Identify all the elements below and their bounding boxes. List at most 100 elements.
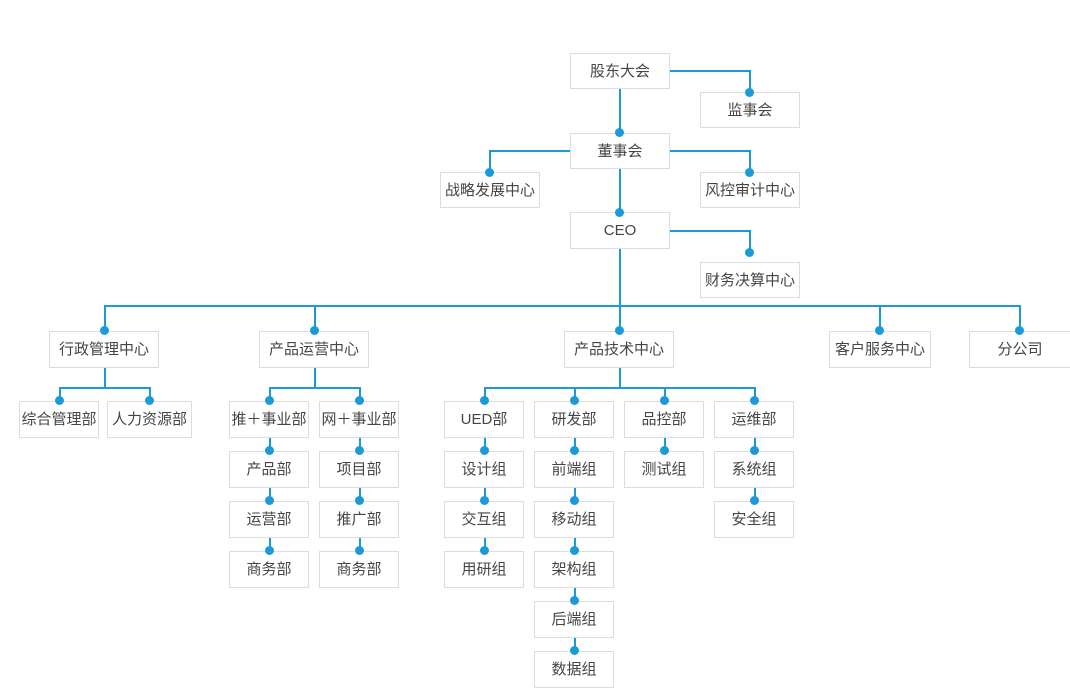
edge-ceo-to-finance xyxy=(670,230,751,232)
node-ued-dept[interactable]: UED部 xyxy=(444,401,524,438)
connector-dot-project-dept xyxy=(355,446,364,455)
edge-board-to-risk-audit-drop xyxy=(749,150,751,172)
node-wang-plus-division[interactable]: 网＋事业部 xyxy=(319,401,399,438)
node-user-research-group[interactable]: 用研组 xyxy=(444,551,524,588)
node-promotion-dept[interactable]: 推广部 xyxy=(319,501,399,538)
edge-technology-bar xyxy=(484,387,755,389)
node-tui-plus-division[interactable]: 推＋事业部 xyxy=(229,401,309,438)
connector-dot-data-group xyxy=(570,646,579,655)
node-frontend-group[interactable]: 前端组 xyxy=(534,451,614,488)
edge-operation-drop-wang xyxy=(359,387,361,400)
connector-dot-supervisory xyxy=(745,88,754,97)
edge-product-to-operation xyxy=(269,488,271,500)
connector-dot-backend-group xyxy=(570,596,579,605)
connector-dot-strategy xyxy=(485,168,494,177)
node-system-group[interactable]: 系统组 xyxy=(714,451,794,488)
connector-dot-frontend-group xyxy=(570,446,579,455)
connector-dot-rd xyxy=(570,396,579,405)
node-security-group[interactable]: 安全组 xyxy=(714,501,794,538)
connector-dot-product-dept xyxy=(265,446,274,455)
edge-shareholders-to-board xyxy=(619,89,621,132)
node-rd-dept[interactable]: 研发部 xyxy=(534,401,614,438)
node-ops-dept[interactable]: 运维部 xyxy=(714,401,794,438)
edge-main-bar-drop-service xyxy=(879,305,881,330)
connector-dot-business-dept-2 xyxy=(355,546,364,555)
node-data-group[interactable]: 数据组 xyxy=(534,651,614,688)
connector-dot-design-group xyxy=(480,446,489,455)
node-shareholders-meeting[interactable]: 股东大会 xyxy=(570,53,670,89)
connector-dot-service-center xyxy=(875,326,884,335)
edge-technology-drop-rd xyxy=(574,387,576,400)
connector-dot-promotion-dept xyxy=(355,496,364,505)
connector-dot-ceo xyxy=(615,208,624,217)
connector-dot-interaction-group xyxy=(480,496,489,505)
edge-design-to-interaction xyxy=(484,488,486,500)
edge-backend-to-data xyxy=(574,638,576,650)
node-architecture-group[interactable]: 架构组 xyxy=(534,551,614,588)
edge-main-bar-drop-technology xyxy=(619,305,621,330)
node-branch-company[interactable]: 分公司 xyxy=(969,331,1070,368)
connector-dot-hr xyxy=(145,396,154,405)
connector-dot-architecture-group xyxy=(570,546,579,555)
edge-main-bar-drop-operation xyxy=(314,305,316,330)
connector-dot-wang xyxy=(355,396,364,405)
edge-tui-to-product xyxy=(269,438,271,450)
edge-main-distribution-bar xyxy=(104,305,1021,307)
node-product-technology-center[interactable]: 产品技术中心 xyxy=(564,331,674,368)
edge-board-to-risk-audit xyxy=(670,150,751,152)
edge-main-bar-drop-admin xyxy=(104,305,106,330)
connector-dot-ued xyxy=(480,396,489,405)
node-interaction-group[interactable]: 交互组 xyxy=(444,501,524,538)
edge-operation-stem xyxy=(314,367,316,387)
node-product-operation-center[interactable]: 产品运营中心 xyxy=(259,331,369,368)
node-supervisory-board[interactable]: 监事会 xyxy=(700,92,800,128)
edge-operation-drop-tui xyxy=(269,387,271,400)
edge-technology-drop-ops xyxy=(754,387,756,400)
edge-ceo-to-finance-drop xyxy=(749,230,751,252)
connector-dot-technology-center xyxy=(615,326,624,335)
edge-board-to-ceo xyxy=(619,169,621,212)
node-qc-dept[interactable]: 品控部 xyxy=(624,401,704,438)
node-mobile-group[interactable]: 移动组 xyxy=(534,501,614,538)
node-finance-settlement-center[interactable]: 财务决算中心 xyxy=(700,262,800,298)
edge-qc-to-test xyxy=(664,438,666,450)
connector-dot-finance xyxy=(745,248,754,257)
edge-ops-to-system xyxy=(754,438,756,450)
edge-technology-drop-ued xyxy=(484,387,486,400)
edge-board-to-strategy-drop xyxy=(489,150,491,172)
node-strategy-development-center[interactable]: 战略发展中心 xyxy=(440,172,540,208)
node-admin-management-center[interactable]: 行政管理中心 xyxy=(49,331,159,368)
connector-dot-ops xyxy=(750,396,759,405)
node-operation-dept[interactable]: 运营部 xyxy=(229,501,309,538)
node-test-group[interactable]: 测试组 xyxy=(624,451,704,488)
edge-board-to-strategy xyxy=(489,150,570,152)
node-ceo[interactable]: CEO xyxy=(570,212,670,249)
node-risk-audit-center[interactable]: 风控审计中心 xyxy=(700,172,800,208)
node-design-group[interactable]: 设计组 xyxy=(444,451,524,488)
connector-dot-test-group xyxy=(660,446,669,455)
edge-ued-to-design xyxy=(484,438,486,450)
node-board-of-directors[interactable]: 董事会 xyxy=(570,133,670,169)
node-project-dept[interactable]: 项目部 xyxy=(319,451,399,488)
connector-dot-operation-dept xyxy=(265,496,274,505)
connector-dot-tui xyxy=(265,396,274,405)
edge-technology-stem xyxy=(619,367,621,387)
connector-dot-business-dept-1 xyxy=(265,546,274,555)
node-business-dept-1[interactable]: 商务部 xyxy=(229,551,309,588)
edge-system-to-security xyxy=(754,488,756,500)
edge-shareholders-to-supervisory-drop xyxy=(749,70,751,92)
node-business-dept-2[interactable]: 商务部 xyxy=(319,551,399,588)
connector-dot-mobile-group xyxy=(570,496,579,505)
node-backend-group[interactable]: 后端组 xyxy=(534,601,614,638)
connector-dot-security-group xyxy=(750,496,759,505)
edge-technology-drop-qc xyxy=(664,387,666,400)
edge-architecture-to-backend xyxy=(574,588,576,600)
connector-dot-system-group xyxy=(750,446,759,455)
node-general-management-dept[interactable]: 综合管理部 xyxy=(19,401,99,438)
edge-ceo-to-main-bar xyxy=(619,249,621,306)
node-customer-service-center[interactable]: 客户服务中心 xyxy=(829,331,931,368)
edge-operation-to-business1 xyxy=(269,538,271,550)
node-product-dept[interactable]: 产品部 xyxy=(229,451,309,488)
node-human-resources-dept[interactable]: 人力资源部 xyxy=(107,401,192,438)
edge-admin-bar xyxy=(59,387,151,389)
